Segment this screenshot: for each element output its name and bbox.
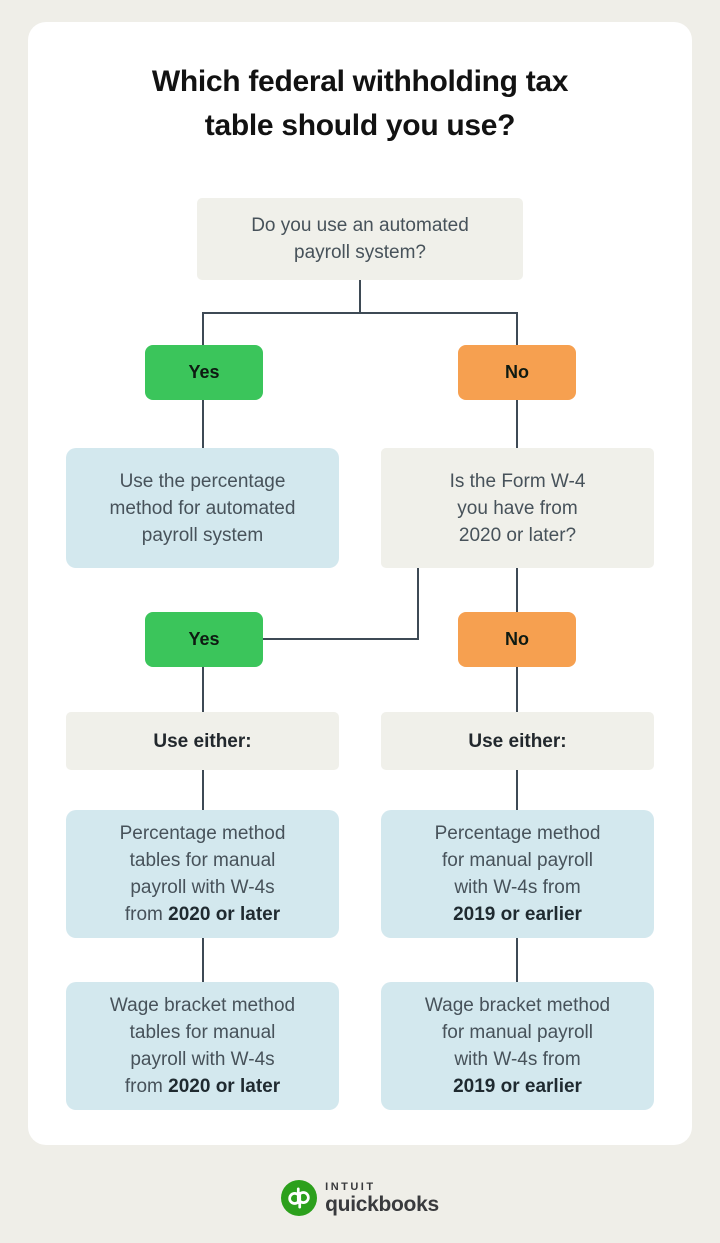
connector-useeither-right-down [516,770,518,810]
connector-no2-to-useeither [516,667,518,712]
no-button-1: No [458,345,576,400]
connector-q2-to-no2 [516,568,518,612]
use-either-left: Use either: [66,712,339,770]
yes-button-1: Yes [145,345,263,400]
page-title: Which federal withholding tax table shou… [0,60,720,148]
logo-wordmark: INTUIT quickbooks [325,1181,439,1216]
connector-q1-stem [359,280,361,313]
connector-to-no1 [516,312,518,346]
connector-yes1-to-auto [202,400,204,448]
connector-right-results [516,938,518,982]
intuit-wordmark: INTUIT [325,1180,376,1193]
quickbooks-wordmark: quickbooks [325,1192,439,1216]
connector-q2-yes-drop [417,568,419,640]
use-either-right: Use either: [381,712,654,770]
connector-to-yes1 [202,312,204,346]
yes-button-2: Yes [145,612,263,667]
connector-yes2-to-useeither [202,667,204,712]
connector-q2-yes-elbow [263,638,419,640]
page-title-line1: Which federal withholding tax [151,65,569,98]
connector-useeither-left-down [202,770,204,810]
quickbooks-qb-icon [281,1180,318,1216]
intuit-quickbooks-logo: INTUIT quickbooks [0,1180,720,1216]
connector-no1-to-q2 [516,400,518,448]
content-card [28,22,692,1145]
no-button-2: No [458,612,576,667]
connector-left-results [202,938,204,982]
page-title-line2: table should you use? [204,109,516,142]
connector-q1-branch [202,312,518,314]
